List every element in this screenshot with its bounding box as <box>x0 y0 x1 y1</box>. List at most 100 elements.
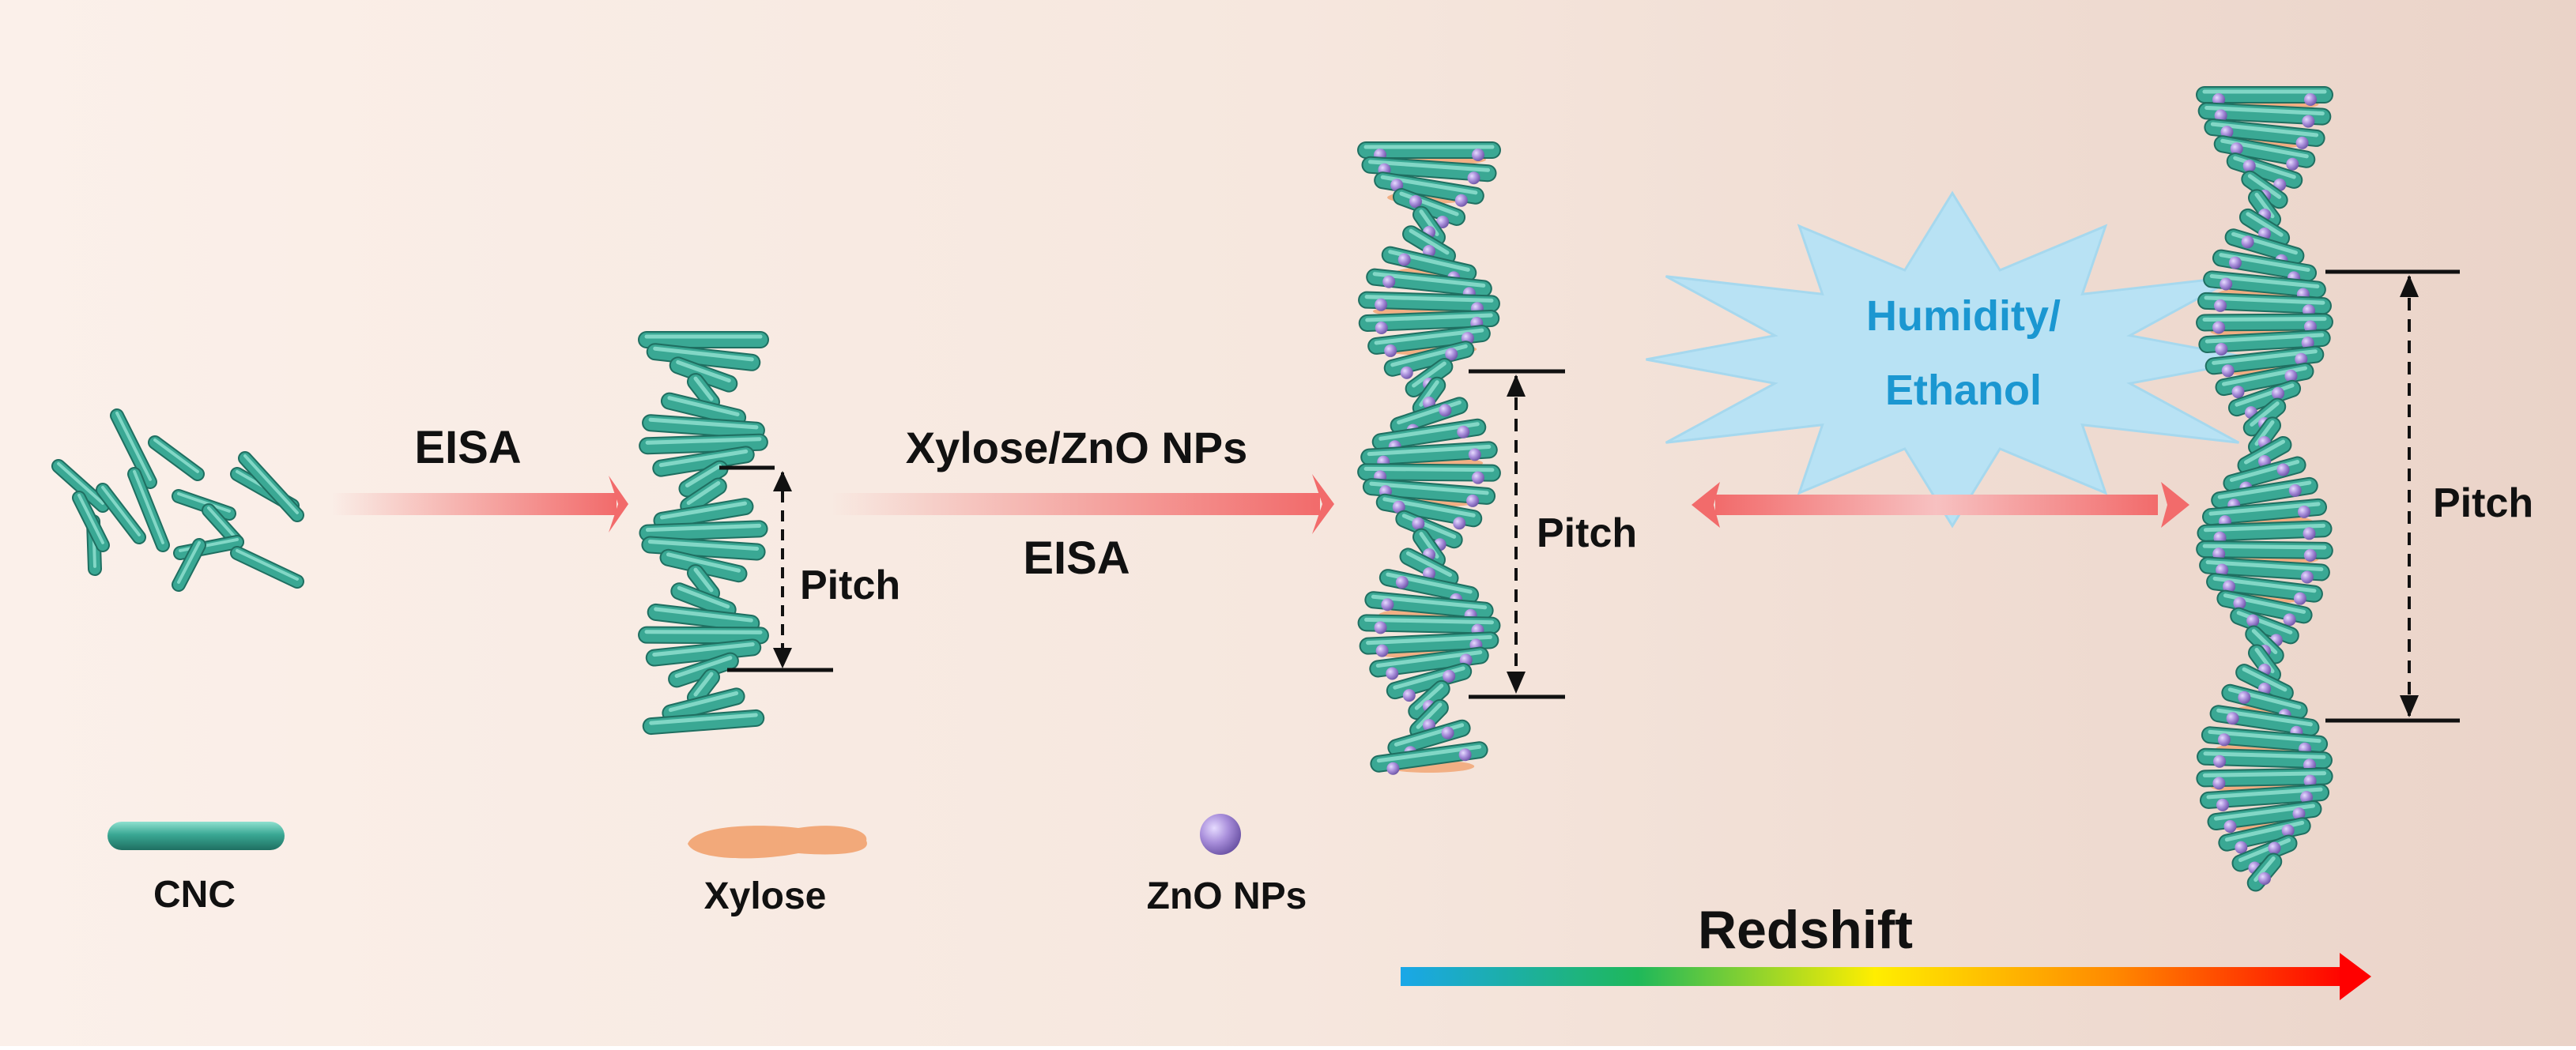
zno-particle <box>2292 807 2306 820</box>
zno-particle <box>2230 142 2243 156</box>
zno-particle <box>1436 215 1450 228</box>
cnc-rod <box>110 408 157 489</box>
zno-particle <box>1409 195 1422 209</box>
label-pitch-first: Pitch <box>800 563 900 608</box>
zno-particle <box>2233 597 2246 610</box>
zno-particle <box>2284 369 2298 382</box>
dispersed-cnc-rods <box>51 408 304 592</box>
zno-particle <box>2304 93 2317 106</box>
cnc-rod <box>2197 292 2332 315</box>
zno-particle <box>1439 404 1452 417</box>
cnc-rod <box>1357 463 1501 482</box>
zno-particle <box>2293 592 2306 605</box>
zno-particle <box>1467 171 1480 185</box>
legend-xylose: Xylose <box>688 826 867 917</box>
cnc-rod <box>662 687 745 722</box>
zno-particle <box>1382 275 1396 288</box>
cnc-rod <box>1357 141 1501 159</box>
cnc-rod <box>2197 520 2333 542</box>
label-pitch-third: Pitch <box>2433 480 2533 526</box>
zno-particle <box>2226 712 2239 725</box>
zno-particle <box>2272 386 2285 400</box>
pitch-annotation-third <box>2325 269 2460 723</box>
zno-particle <box>2300 570 2314 584</box>
helix-cnc <box>638 331 769 736</box>
cnc-rod <box>670 582 737 619</box>
zno-particle <box>2214 299 2227 312</box>
zno-particle <box>2215 343 2228 356</box>
cnc-rod <box>1358 310 1500 332</box>
zno-particle <box>1445 348 1458 361</box>
cnc-rod <box>238 451 304 522</box>
zno-particle <box>1457 425 1470 438</box>
zno-particle <box>1375 644 1389 657</box>
reversible-arrow <box>1692 482 2189 528</box>
cnc-rod <box>687 564 720 602</box>
cnc-rod <box>638 331 769 348</box>
zno-particle <box>2303 548 2317 562</box>
zno-particle <box>2300 791 2314 804</box>
zno-particle <box>2242 160 2256 173</box>
zno-particle <box>1412 517 1425 530</box>
cnc-rod <box>148 435 205 481</box>
legend-label-xylose: Xylose <box>704 875 827 917</box>
label-xylose-zno: Xylose/ZnO NPs <box>906 423 1248 472</box>
cnc-rod <box>687 373 720 411</box>
zno-particle <box>1458 748 1472 762</box>
zno-particle <box>1466 494 1480 507</box>
cnc-rod <box>669 356 738 393</box>
zno-particle <box>1454 194 1468 207</box>
label-eisa-first: EISA <box>414 422 521 473</box>
zno-particle <box>2228 256 2242 269</box>
label-ethanol: Ethanol <box>1885 367 2042 414</box>
zno-particle <box>1472 149 1484 161</box>
cnc-rod <box>1359 631 1499 655</box>
zno-particle-icon <box>1200 814 1241 855</box>
zno-particle <box>1384 344 1397 357</box>
zno-particle <box>2295 352 2308 366</box>
label-redshift: Redshift <box>1698 900 1913 960</box>
cnc-rod <box>652 446 755 477</box>
zno-particle <box>2220 126 2234 139</box>
helix-expanded <box>2196 86 2333 892</box>
zno-particle <box>1453 517 1466 530</box>
zno-particle <box>2220 277 2233 291</box>
cnc-rod <box>2196 313 2333 332</box>
zno-particle <box>2288 484 2302 497</box>
zno-particle <box>2223 580 2236 593</box>
cnc-rod <box>2196 540 2333 559</box>
zno-particle <box>1386 762 1400 775</box>
arrow-xylose-zno <box>830 474 1334 534</box>
zno-particle <box>2286 157 2299 171</box>
zno-particle <box>1471 471 1484 484</box>
cnc-rod-icon <box>107 822 285 850</box>
cnc-rod <box>1357 614 1501 634</box>
helix-cnc-xylose-zno <box>1357 141 1501 775</box>
zno-particle <box>2235 841 2248 854</box>
zno-particle <box>2223 820 2237 834</box>
cnc-rod <box>96 483 146 544</box>
legend-label-cnc: CNC <box>153 874 236 916</box>
zno-particle <box>1400 366 1413 379</box>
cnc-rod <box>680 477 727 515</box>
cnc-rod <box>2197 102 2332 126</box>
cnc-rod <box>668 652 739 688</box>
pitch-annotation-first <box>719 465 833 672</box>
zno-particle <box>1443 669 1456 683</box>
zno-particle <box>2303 774 2317 788</box>
cnc-rod <box>1358 291 1500 313</box>
cnc-rod <box>639 520 768 542</box>
cnc-rod <box>638 626 769 645</box>
cnc-rod <box>51 459 110 513</box>
cnc-rod <box>1360 441 1498 466</box>
legend-cnc: CNC <box>107 822 285 916</box>
legend-label-zno: ZnO NPs <box>1147 875 1307 917</box>
label-humidity: Humidity/ <box>1866 292 2061 340</box>
zno-particle <box>2276 463 2290 476</box>
zno-particle <box>2231 386 2245 399</box>
cnc-rod <box>2196 767 2333 788</box>
cnc-rod <box>172 538 206 592</box>
zno-particle <box>2216 563 2229 577</box>
